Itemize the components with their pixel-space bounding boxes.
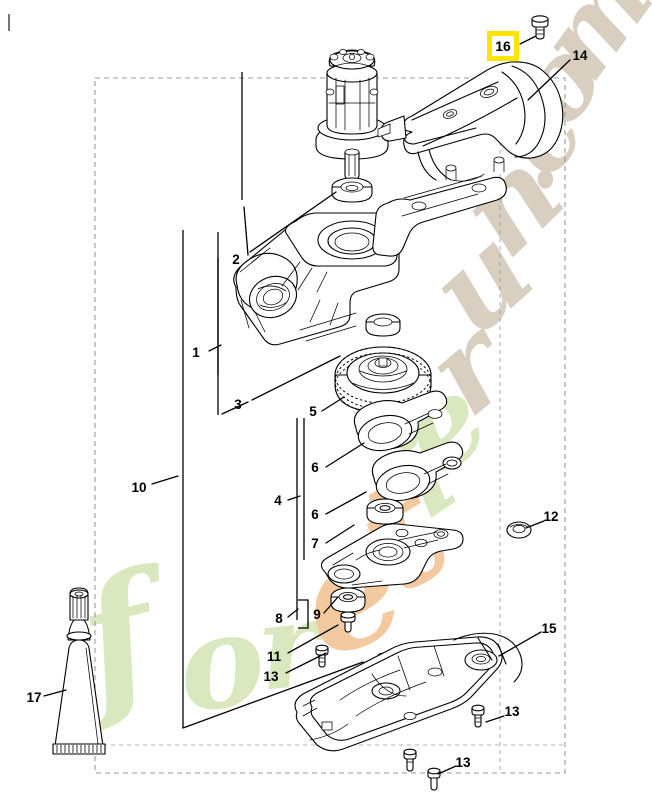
leader-12	[525, 520, 545, 529]
leader-1	[208, 344, 222, 352]
screw-13-e	[427, 767, 441, 791]
leader-13a	[285, 652, 327, 674]
highlighted-callout-16[interactable]: 16	[487, 31, 519, 61]
screw-13-a	[315, 644, 329, 668]
callout-13c: 13	[455, 755, 471, 770]
callout-11: 11	[267, 649, 282, 664]
leader-3b	[251, 355, 341, 401]
callout-1: 1	[192, 345, 200, 360]
leader-8	[287, 608, 299, 618]
callout-17: 17	[26, 690, 41, 705]
callout-12: 12	[543, 509, 558, 524]
eccentric-arm-upper	[353, 390, 448, 452]
leader-6b	[325, 491, 367, 515]
screw-13-c	[471, 704, 485, 728]
leader-11	[287, 624, 339, 654]
svg-text:o: o	[168, 582, 273, 742]
callout-13b: 13	[504, 704, 520, 719]
callout-5: 5	[309, 404, 317, 419]
callout-8: 8	[275, 611, 283, 626]
callout-6b: 6	[311, 507, 319, 522]
small-bearing	[366, 498, 404, 525]
bottom-housing-shell	[294, 632, 523, 752]
callout-15: 15	[541, 621, 557, 636]
grease-tube-17	[52, 587, 106, 755]
leader-9	[323, 596, 339, 614]
callout-3: 3	[234, 397, 242, 412]
leader-6a	[325, 442, 365, 468]
leader-4	[287, 495, 301, 501]
bearing-plate	[320, 523, 464, 589]
leader-10	[151, 475, 179, 485]
leader-7	[325, 524, 355, 544]
bearing-9	[330, 587, 366, 613]
leader-5	[321, 396, 345, 412]
screw-11	[340, 611, 356, 633]
callout-9: 9	[313, 607, 321, 622]
motor-assembly	[315, 49, 389, 181]
handle-shroud-cover	[377, 61, 564, 182]
callout-2: 2	[232, 252, 240, 267]
page-frame	[94, 77, 566, 774]
callout-7: 7	[311, 536, 319, 551]
gearbox-housing	[233, 156, 507, 346]
motor-bearing	[331, 177, 373, 203]
screw-16	[531, 15, 549, 40]
leader-15	[498, 631, 542, 657]
leader-13c	[437, 765, 457, 775]
leader-16	[519, 35, 537, 45]
eccentric-arm-lower	[371, 441, 464, 502]
callout-4: 4	[274, 493, 282, 508]
screw-13-d	[403, 748, 417, 772]
leader-3	[221, 401, 249, 415]
leader-14	[527, 59, 571, 101]
leader-17	[43, 689, 67, 697]
callout-10: 10	[131, 480, 146, 495]
leader-2	[243, 206, 249, 256]
leader-13b	[485, 715, 505, 723]
gear-teeth	[334, 346, 432, 415]
leader-2b	[249, 191, 337, 253]
leader-13-long	[182, 661, 364, 729]
callout-13a: 13	[263, 669, 279, 684]
bracket-8-9	[298, 599, 309, 629]
callout-16-label: 16	[495, 38, 511, 54]
callout-6a: 6	[311, 460, 319, 475]
washer-12	[506, 521, 532, 539]
callout-14: 14	[572, 48, 588, 63]
